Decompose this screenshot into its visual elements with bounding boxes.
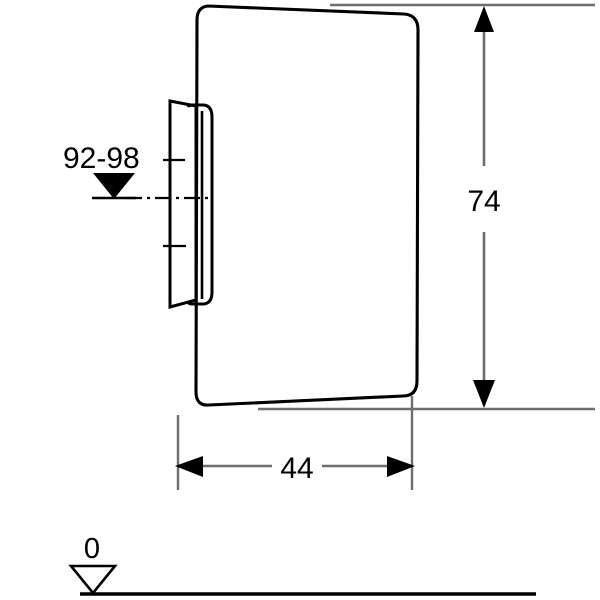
dimension-depth-44: 44 bbox=[175, 452, 415, 485]
dimension-arrow-up-icon bbox=[474, 6, 494, 32]
filled-level-triangle-icon bbox=[93, 173, 135, 199]
outline-level-triangle-icon bbox=[68, 564, 118, 596]
dimension-arrow-down-icon bbox=[473, 380, 495, 408]
datum-label: 0 bbox=[84, 533, 100, 565]
handle-plate-outline bbox=[168, 99, 198, 309]
witness-lines bbox=[176, 3, 595, 490]
dimension-arrow-left-icon bbox=[175, 456, 203, 477]
dimension-label-74: 74 bbox=[467, 185, 500, 218]
cabinet-body bbox=[194, 4, 420, 407]
datum-marker-group: 0 bbox=[68, 533, 536, 596]
mounting-centerline-group bbox=[126, 158, 208, 248]
mounting-height-callout: 92-98 bbox=[63, 142, 140, 200]
cabinet-outline bbox=[194, 4, 420, 407]
dimension-label-44: 44 bbox=[280, 452, 313, 485]
dimension-arrow-right-icon bbox=[387, 456, 415, 477]
dimension-height-74: 74 bbox=[467, 6, 501, 408]
handle-rib-outline bbox=[186, 103, 214, 306]
cabinet-handle bbox=[168, 99, 214, 309]
mounting-height-label: 92-98 bbox=[63, 142, 140, 175]
